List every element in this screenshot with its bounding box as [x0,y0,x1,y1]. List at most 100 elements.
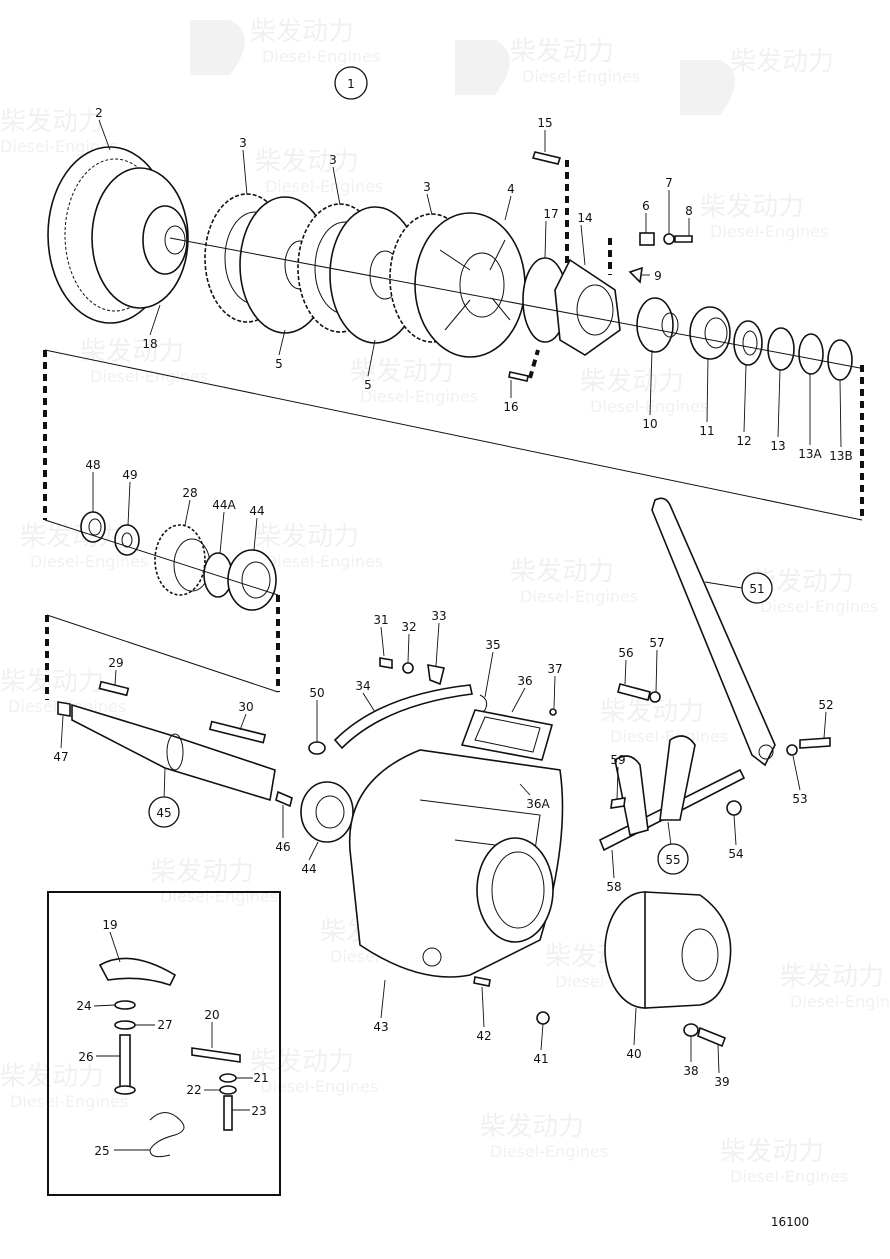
part-43-bellhousing [348,749,564,978]
callout-36: 36 [517,674,532,688]
callout-17: 17 [543,207,558,221]
part-19-arm [98,957,177,986]
part-54-nut [726,800,742,816]
part-8-screw [674,235,693,243]
watermark: 柴发动力 Diesel-Engines [720,1137,848,1186]
watermark-text-cn: 柴发动力 [0,667,104,697]
callout-42: 42 [476,1029,491,1043]
watermark-text-cn: 柴发动力 [80,337,184,367]
callout-44: 44 [249,504,264,518]
callout-6: 6 [642,199,650,213]
watermark: 柴发动力 Diesel-Engines [255,147,383,196]
watermark-text-cn: 柴发动力 [0,1062,104,1092]
watermark: 柴发动力 Diesel-Engines [700,192,828,241]
watermark: 柴发动力 Diesel-Engines [455,37,640,95]
callout-14: 14 [577,211,592,225]
callout-12: 12 [736,434,751,448]
part-49-washer [114,524,140,556]
callout-48: 48 [85,458,100,472]
circled-callout-55: 55 [657,843,689,875]
watermark-text-cn: 柴发动力 [480,1112,584,1142]
part-36-cover [460,709,554,761]
part-13-ring [767,327,795,371]
part-9-nut [628,266,643,284]
callout-13a: 13A [798,447,822,461]
callout-28: 28 [182,486,197,500]
callout-5: 5 [364,378,372,392]
watermark: 柴发动力 Diesel-Engines [0,107,118,156]
callout-50: 50 [309,686,324,700]
watermark-text-en: Diesel-Engines [522,67,640,86]
callout-4: 4 [507,182,515,196]
callout-31: 31 [373,613,388,627]
callout-35: 35 [485,638,500,652]
callout-58: 58 [606,880,621,894]
part-32-washer [402,662,414,674]
part-22-washer [219,1085,237,1095]
callout-52: 52 [818,698,833,712]
part-57-washer [649,691,661,703]
part-13b-ring [827,339,853,381]
watermark: 柴发动力 Diesel-Engines [80,337,208,386]
watermark-text-en: Diesel-Engines [790,992,890,1011]
callout-3: 3 [423,180,431,194]
part-55-shift-fork-shaft [598,735,746,852]
part-48-nut [80,511,106,543]
watermark-text-cn: 柴发动力 [730,47,834,77]
part-44-bearing [227,549,277,611]
part-18-hub [142,205,188,275]
callout-15: 15 [537,116,552,130]
watermark: 柴发动力 Diesel-Engines [0,667,126,716]
watermark-text-en: Diesel-Engines [490,1142,608,1161]
callout-49: 49 [122,468,137,482]
callout-16: 16 [503,400,518,414]
leader-lines [60,119,842,1151]
callout-51: 51 [749,582,764,596]
callout-46: 46 [275,840,290,854]
callout-53: 53 [792,792,807,806]
watermark-text-cn: 柴发动力 [510,37,614,67]
callout-9: 9 [654,269,662,283]
part-15-bolt [531,151,562,165]
part-53-washer [786,744,798,756]
callout-5: 5 [275,357,283,371]
part-6-bracket [639,232,655,246]
callout-10: 10 [642,417,657,431]
group-number-text: 1 [347,77,355,91]
watermark-text-cn: 柴发动力 [255,522,359,552]
callout-labels: 2 3 3 3 4 5 5 6 7 8 9 10 11 12 13 13A 13… [53,106,852,1158]
watermark-text-en: Diesel-Engines [0,137,118,156]
watermark-text-en: Diesel-Engines [260,1077,378,1096]
watermark-logo-icon [190,20,245,75]
drawing-number: 16100 [771,1215,809,1229]
watermark-text-en: Diesel-Engines [265,177,383,196]
part-27-washer [114,1020,136,1030]
watermark-text-en: Diesel-Engines [730,1167,848,1186]
watermark-text-en: Diesel-Engines [710,222,828,241]
callout-37: 37 [547,662,562,676]
callout-56: 56 [618,646,633,660]
part-52-bolt [799,737,831,749]
part-34-hose [333,684,473,750]
callout-34: 34 [355,679,370,693]
callout-43: 43 [373,1020,388,1034]
axis-line [169,237,861,369]
watermark-text-en: Diesel-Engines [265,552,383,571]
callout-32: 32 [401,620,416,634]
watermark-text-en: Diesel-Engines [610,727,728,746]
callout-54: 54 [728,847,743,861]
part-10-sleeve [636,297,679,353]
part-30-key [208,720,267,744]
part-12-bearing [733,320,763,366]
part-38-washer [683,1023,699,1037]
callout-27: 27 [157,1018,172,1032]
callout-20: 20 [204,1008,219,1022]
part-7-washer [663,233,675,245]
watermark: 柴发动力 [680,47,834,115]
part-20-link [191,1047,241,1063]
watermark: 柴发动力 Diesel-Engines [150,857,278,906]
alignment-line [528,349,540,379]
part-39-bolt [697,1026,727,1048]
part-41-plug [536,1011,550,1025]
